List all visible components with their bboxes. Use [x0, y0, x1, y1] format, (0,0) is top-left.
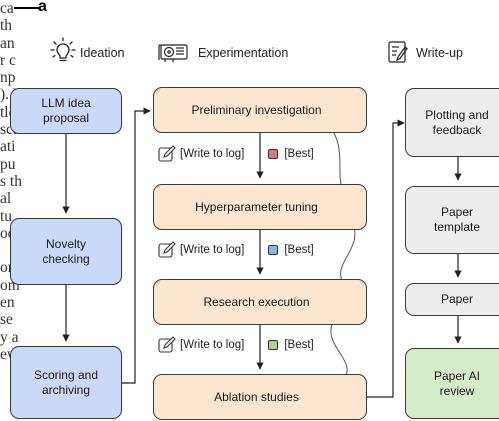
hyperparameter-tuning-box: Hyperparameter tuning: [153, 184, 367, 230]
arrow-experimentation-to-writeup: [367, 119, 405, 398]
research-execution-box: Research execution: [153, 279, 367, 325]
pencil-icon: [158, 336, 176, 353]
best-node-carryover-1: [326, 122, 344, 191]
paper-ai-review-box: Paper AI review: [405, 348, 499, 419]
log-annotation-2: [Write to log] [Best]: [158, 241, 314, 259]
plotting-feedback-label: Plotting and feedback: [425, 107, 489, 137]
best-node-carryover-3: [330, 317, 349, 381]
write-to-log-label: [Write to log]: [180, 339, 245, 351]
log-annotation-3: [Write to log] [Best]: [158, 336, 314, 354]
best-node-swatch-red: [268, 149, 279, 159]
best-label: [Best]: [284, 339, 314, 351]
scoring-archiving-label: Scoring and archiving: [33, 367, 99, 397]
notepad-icon: [388, 41, 408, 63]
best-label: [Best]: [284, 148, 314, 160]
scoring-archiving-box: Scoring and archiving: [10, 346, 122, 419]
write-to-log-label: [Write to log]: [180, 244, 245, 256]
best-node-swatch-green: [268, 340, 279, 350]
panel-rule: [14, 7, 39, 9]
ablation-studies-box: Ablation studies: [153, 374, 367, 420]
lightbulb-icon: [50, 37, 76, 62]
paper-template-box: Paper template: [405, 186, 499, 254]
panel-label: a: [38, 0, 47, 15]
research-execution-label: Research execution: [203, 294, 310, 309]
best-node-swatch-blue: [268, 245, 279, 255]
llm-idea-proposal-box: LLM idea proposal: [10, 88, 122, 134]
writeup-title: Write-up: [416, 46, 464, 60]
log-annotation-1: [Write to log] [Best]: [158, 145, 314, 163]
novelty-checking-label: Novelty checking: [42, 236, 90, 266]
pencil-icon: [158, 241, 176, 258]
plotting-feedback-box: Plotting and feedback: [405, 88, 499, 157]
arrow-ideation-to-experimentation: [122, 107, 151, 384]
novelty-checking-box: Novelty checking: [10, 218, 122, 285]
preliminary-investigation-label: Preliminary investigation: [191, 102, 322, 117]
pencil-icon: [158, 145, 176, 162]
paper-ai-review-label: Paper AI review: [433, 368, 481, 398]
ablation-studies-label: Ablation studies: [214, 389, 299, 404]
llm-idea-proposal-label: LLM idea proposal: [41, 96, 91, 125]
experimentation-title: Experimentation: [198, 46, 289, 60]
best-label: [Best]: [284, 244, 314, 256]
best-node-carryover-2: [338, 220, 356, 286]
preliminary-investigation-box: Preliminary investigation: [153, 87, 367, 133]
hyperparameter-tuning-label: Hyperparameter tuning: [195, 199, 318, 214]
ideation-title: Ideation: [80, 46, 125, 60]
paper-template-label: Paper template: [433, 205, 481, 234]
write-to-log-label: [Write to log]: [180, 148, 245, 160]
gpu-icon: [158, 44, 188, 62]
paper-label: Paper: [440, 292, 474, 306]
paper-box: Paper: [405, 283, 499, 316]
